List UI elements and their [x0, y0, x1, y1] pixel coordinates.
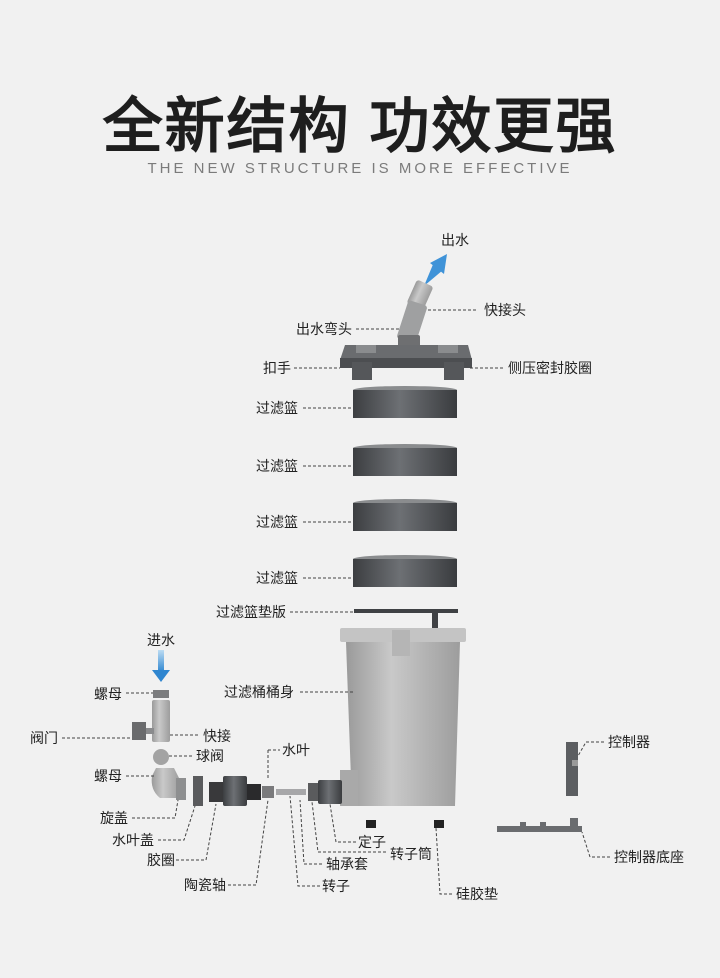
- label-nut-top: 螺母: [94, 686, 122, 702]
- label-side-seal: 侧压密封胶圈: [508, 360, 592, 376]
- label-silicone-pad: 硅胶垫: [456, 886, 498, 902]
- lid-part: [340, 345, 472, 380]
- label-inlet: 进水: [147, 632, 175, 648]
- leader-rotor: [289, 795, 320, 887]
- leader-impeller-cover: [158, 805, 196, 841]
- label-barrel: 过滤桶桶身: [224, 684, 294, 700]
- leader-silicone-pad: [435, 827, 452, 895]
- leader-rotor-tube: [311, 801, 386, 853]
- pump-internals-part: [193, 776, 342, 806]
- outlet-arrow-icon: [424, 254, 447, 286]
- label-nut-bottom: 螺母: [94, 768, 122, 784]
- page-title: 全新结构 功效更强: [102, 93, 618, 160]
- label-ball-valve: 球阀: [196, 748, 224, 764]
- inlet-assembly-part: [132, 690, 186, 800]
- leader-rubber-ring: [176, 803, 217, 861]
- leader-screw-cap: [132, 799, 179, 819]
- label-handle: 扣手: [263, 360, 291, 376]
- leader-controller: [577, 741, 604, 757]
- filter-basket-4: [353, 555, 457, 587]
- label-basket-3: 过滤篮: [256, 514, 298, 530]
- page-subtitle: THE NEW STRUCTURE IS MORE EFFECTIVE: [147, 160, 573, 177]
- label-rotor: 转子: [322, 878, 350, 894]
- label-ceramic-shaft: 陶瓷轴: [184, 877, 226, 893]
- label-basket-2: 过滤篮: [256, 458, 298, 474]
- label-outlet: 出水: [441, 232, 469, 248]
- label-quick-connector: 快接: [203, 728, 231, 744]
- label-controller: 控制器: [608, 734, 650, 750]
- label-stator: 定子: [358, 834, 386, 850]
- label-basket-1: 过滤篮: [256, 400, 298, 416]
- label-impeller: 水叶: [282, 742, 310, 758]
- label-rotor-tube: 转子筒: [390, 846, 432, 862]
- label-basket-pad: 过滤篮垫版: [216, 604, 286, 620]
- label-bearing-sleeve: 轴承套: [326, 856, 368, 872]
- inlet-arrow-icon: [152, 650, 170, 682]
- quick-connector-top-part: [397, 280, 433, 347]
- leader-controller-base: [581, 831, 610, 858]
- filter-basket-3: [353, 499, 457, 531]
- label-outlet-elbow: 出水弯头: [296, 321, 352, 337]
- label-impeller-cover: 水叶盖: [112, 832, 154, 848]
- leader-ceramic-shaft: [228, 799, 269, 886]
- leader-lines: [62, 309, 610, 895]
- controller-base-part: [497, 818, 582, 832]
- label-screw-cap: 旋盖: [100, 810, 128, 826]
- filter-basket-1: [353, 386, 457, 418]
- controller-part: [566, 742, 578, 796]
- label-valve: 阀门: [30, 730, 58, 746]
- filter-basket-2: [353, 444, 457, 476]
- leader-stator: [329, 803, 356, 843]
- label-controller-base: 控制器底座: [614, 849, 684, 865]
- barrel-part: [340, 628, 466, 828]
- label-basket-4: 过滤篮: [256, 570, 298, 586]
- label-quick-connector-top: 快接头: [484, 302, 526, 318]
- label-rubber-ring: 胶圈: [147, 852, 175, 868]
- leader-bearing-sleeve: [299, 799, 322, 865]
- basket-pad-part: [354, 609, 458, 629]
